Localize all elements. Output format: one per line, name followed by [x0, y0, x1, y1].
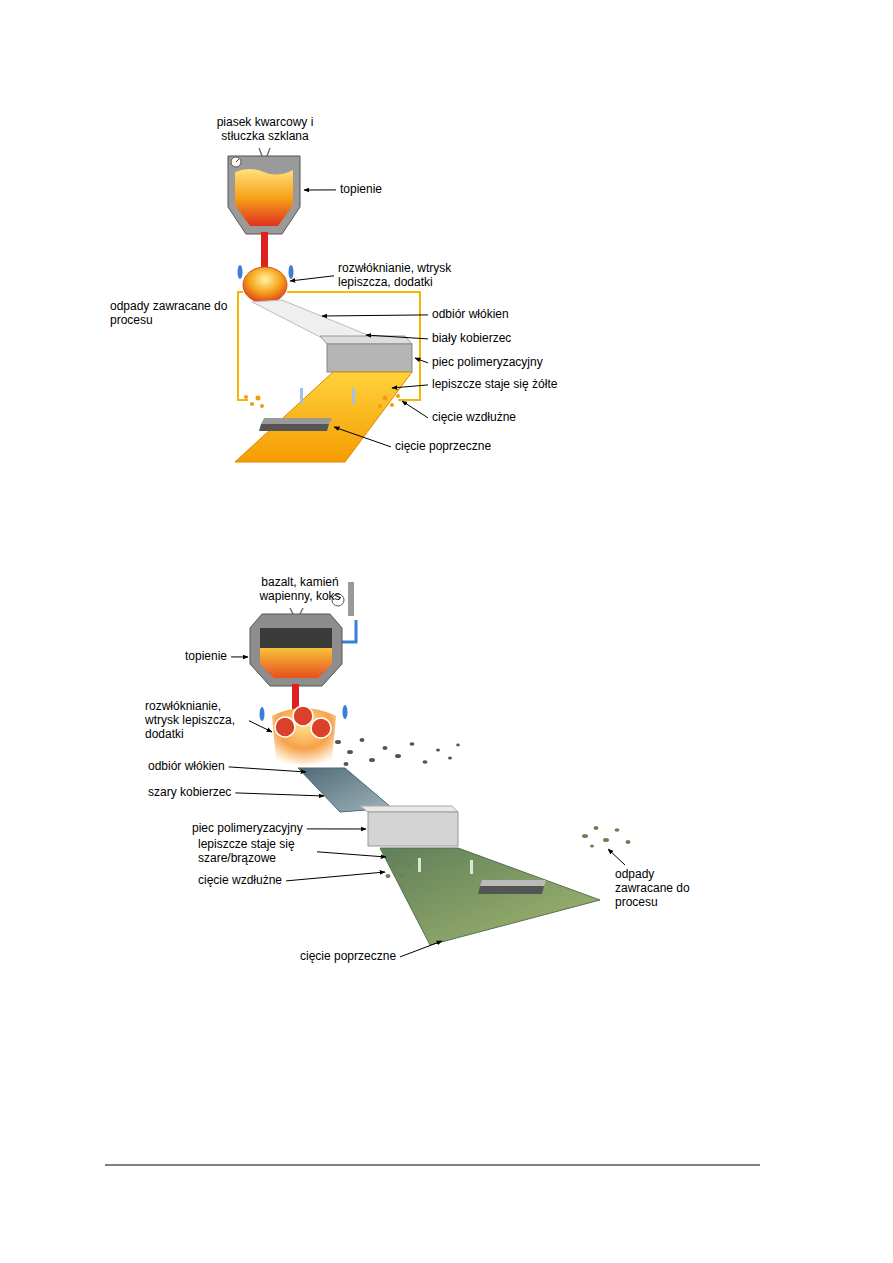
callout-label: odpady zawracane do procesu: [615, 868, 695, 909]
leader-arrow: [231, 656, 248, 657]
leader-arrow: [392, 385, 428, 388]
leader-arrow: [334, 427, 391, 447]
callout-label: lepiszcze staje się szare/brązowe: [198, 838, 313, 866]
callout-label: cięcie poprzeczne: [300, 950, 396, 964]
leader-arrow: [304, 189, 336, 190]
callout-label: rozwłóknianie, wtrysk lepiszcza, dodatki: [145, 700, 245, 741]
callout-label: topienie: [340, 183, 382, 197]
callout-label: cięcie poprzeczne: [395, 440, 491, 454]
callout-label: biały kobierzec: [432, 332, 511, 346]
callout-label: odbiór włókien: [432, 308, 509, 322]
glass-wool-line: [228, 148, 420, 462]
callout-label: rozwłóknianie, wtrysk lepiszcza, dodatki: [338, 262, 478, 290]
leader-arrow: [307, 828, 366, 829]
leader-arrow: [415, 358, 428, 363]
leader-arrow: [229, 767, 306, 772]
leader-arrow: [286, 872, 385, 881]
callout-label: piec polimeryzacyjny: [192, 822, 303, 836]
leader-arrow: [235, 793, 324, 796]
footer-rule: [105, 1165, 760, 1166]
leader-arrow: [400, 941, 442, 957]
leader-arrow: [249, 721, 272, 732]
callout-label: lepiszcze staje się żółte: [432, 378, 557, 392]
leader-arrow: [290, 276, 334, 281]
callout-label: piec polimeryzacyjny: [432, 356, 543, 370]
leader-arrow: [608, 849, 625, 865]
leader-arrow: [322, 315, 428, 316]
stone-wool-line: [250, 582, 631, 945]
leader-arrow: [402, 401, 428, 418]
callout-label: topienie: [185, 650, 227, 664]
callout-label: szary kobierzec: [148, 786, 231, 800]
callout-label: bazalt, kamień wapienny, koks: [250, 576, 350, 604]
callout-label: piasek kwarcowy i stłuczka szklana: [208, 116, 323, 144]
callout-label: odpady zawracane do procesu: [110, 300, 232, 328]
callout-label: cięcie wzdłużne: [198, 874, 282, 888]
callout-label: cięcie wzdłużne: [432, 411, 516, 425]
leader-arrow: [366, 335, 428, 339]
callout-label: odbiór włókien: [148, 760, 225, 774]
leader-arrow: [317, 852, 386, 857]
